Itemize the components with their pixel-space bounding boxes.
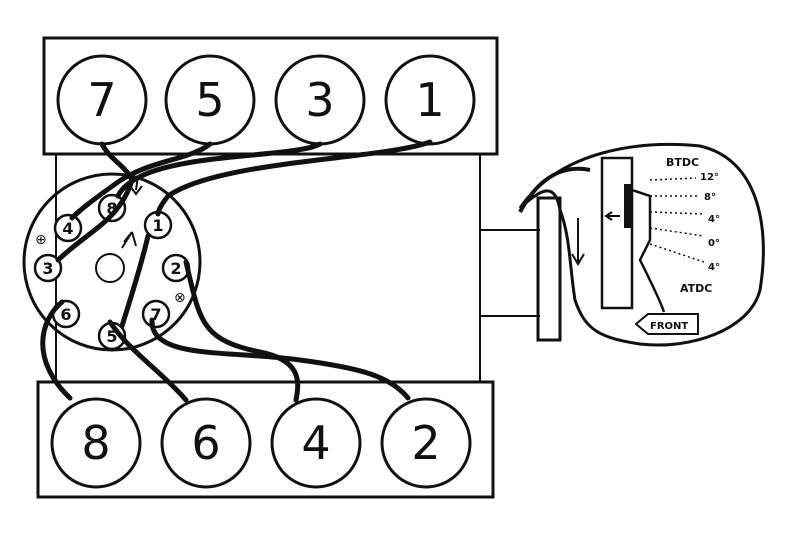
front-label: FRONT [650,321,688,332]
bottom-cylinder-label: 2 [411,416,440,470]
cap-vent-icon: ⊕ [35,232,47,248]
wire-to-cylinder-6 [107,319,189,403]
bottom-cylinder-label: 6 [191,416,220,470]
rotation-arrow-icon [121,231,137,249]
cap-screw-icon: ⊗ [174,290,186,306]
inset-balancer-edge [600,156,634,310]
cap-terminal-label: 6 [60,305,71,324]
wire-to-cylinder-5 [69,141,213,221]
wire-to-cylinder-3 [115,141,323,199]
timing-degree-label: 0° [708,238,720,249]
cap-terminal-label: 2 [170,259,181,278]
bottom-cylinder-label: 8 [81,416,110,470]
harmonic-balancer [536,196,562,342]
bottom-cylinder-1-circle [50,397,142,489]
timing-degree-label: 4° [708,214,720,225]
cap-terminal-label: 3 [42,259,53,278]
cap-terminal-circle [33,253,63,283]
top-cylinder-label: 7 [87,73,116,127]
cap-terminal-circle [53,213,83,243]
wire-to-cylinder-4 [183,259,301,403]
cap-terminal-circle [97,193,127,223]
timing-degree-label: 12° [700,172,719,183]
wire-to-cylinder-1 [155,139,433,217]
top-cylinder-label: 3 [305,73,334,127]
timing-mark-line [649,227,705,237]
inset-bubble [518,143,765,347]
inset-pointer [518,166,591,213]
cap-terminal-label: 4 [62,219,73,238]
bottom-cylinder-label: 4 [301,416,330,470]
timing-mark-line [649,243,705,263]
atdc-label: ATDC [680,282,712,295]
top-cylinder-label: 5 [195,73,224,127]
rotation-direction-arrow-icon [571,218,585,266]
top-cylinder-label: 1 [415,73,444,127]
cap-terminal-label: 1 [152,216,163,235]
cap-terminal-label: 5 [106,327,117,346]
bottom-cylinder-4-circle [380,397,472,489]
timing-inset: BTDC 12° 8° 4° 0° 4° ATDC FRONT [518,143,765,347]
timing-notch [624,184,632,228]
wire-to-cylinder-7 [55,141,135,263]
front-arrow-icon [634,313,699,335]
btdc-label: BTDC [666,156,699,169]
timing-degree-label: 8° [704,192,716,203]
wire-to-cylinder-2 [149,317,411,401]
bottom-cylinder-3-circle [270,397,362,489]
cap-terminal-label: 8 [106,199,117,218]
wire-to-cylinder-8 [40,299,73,401]
bottom-cylinder-2-circle [160,397,252,489]
timing-degree-label: 4° [708,262,720,273]
distributor-rotor [95,253,125,283]
notch-pointer-arrow-icon [604,211,620,221]
timing-mark-line [649,177,697,181]
wire-cross-1 [119,233,151,329]
cap-terminal-label: 7 [150,305,161,324]
timing-tab [631,188,666,313]
timing-mark-line [649,211,705,215]
